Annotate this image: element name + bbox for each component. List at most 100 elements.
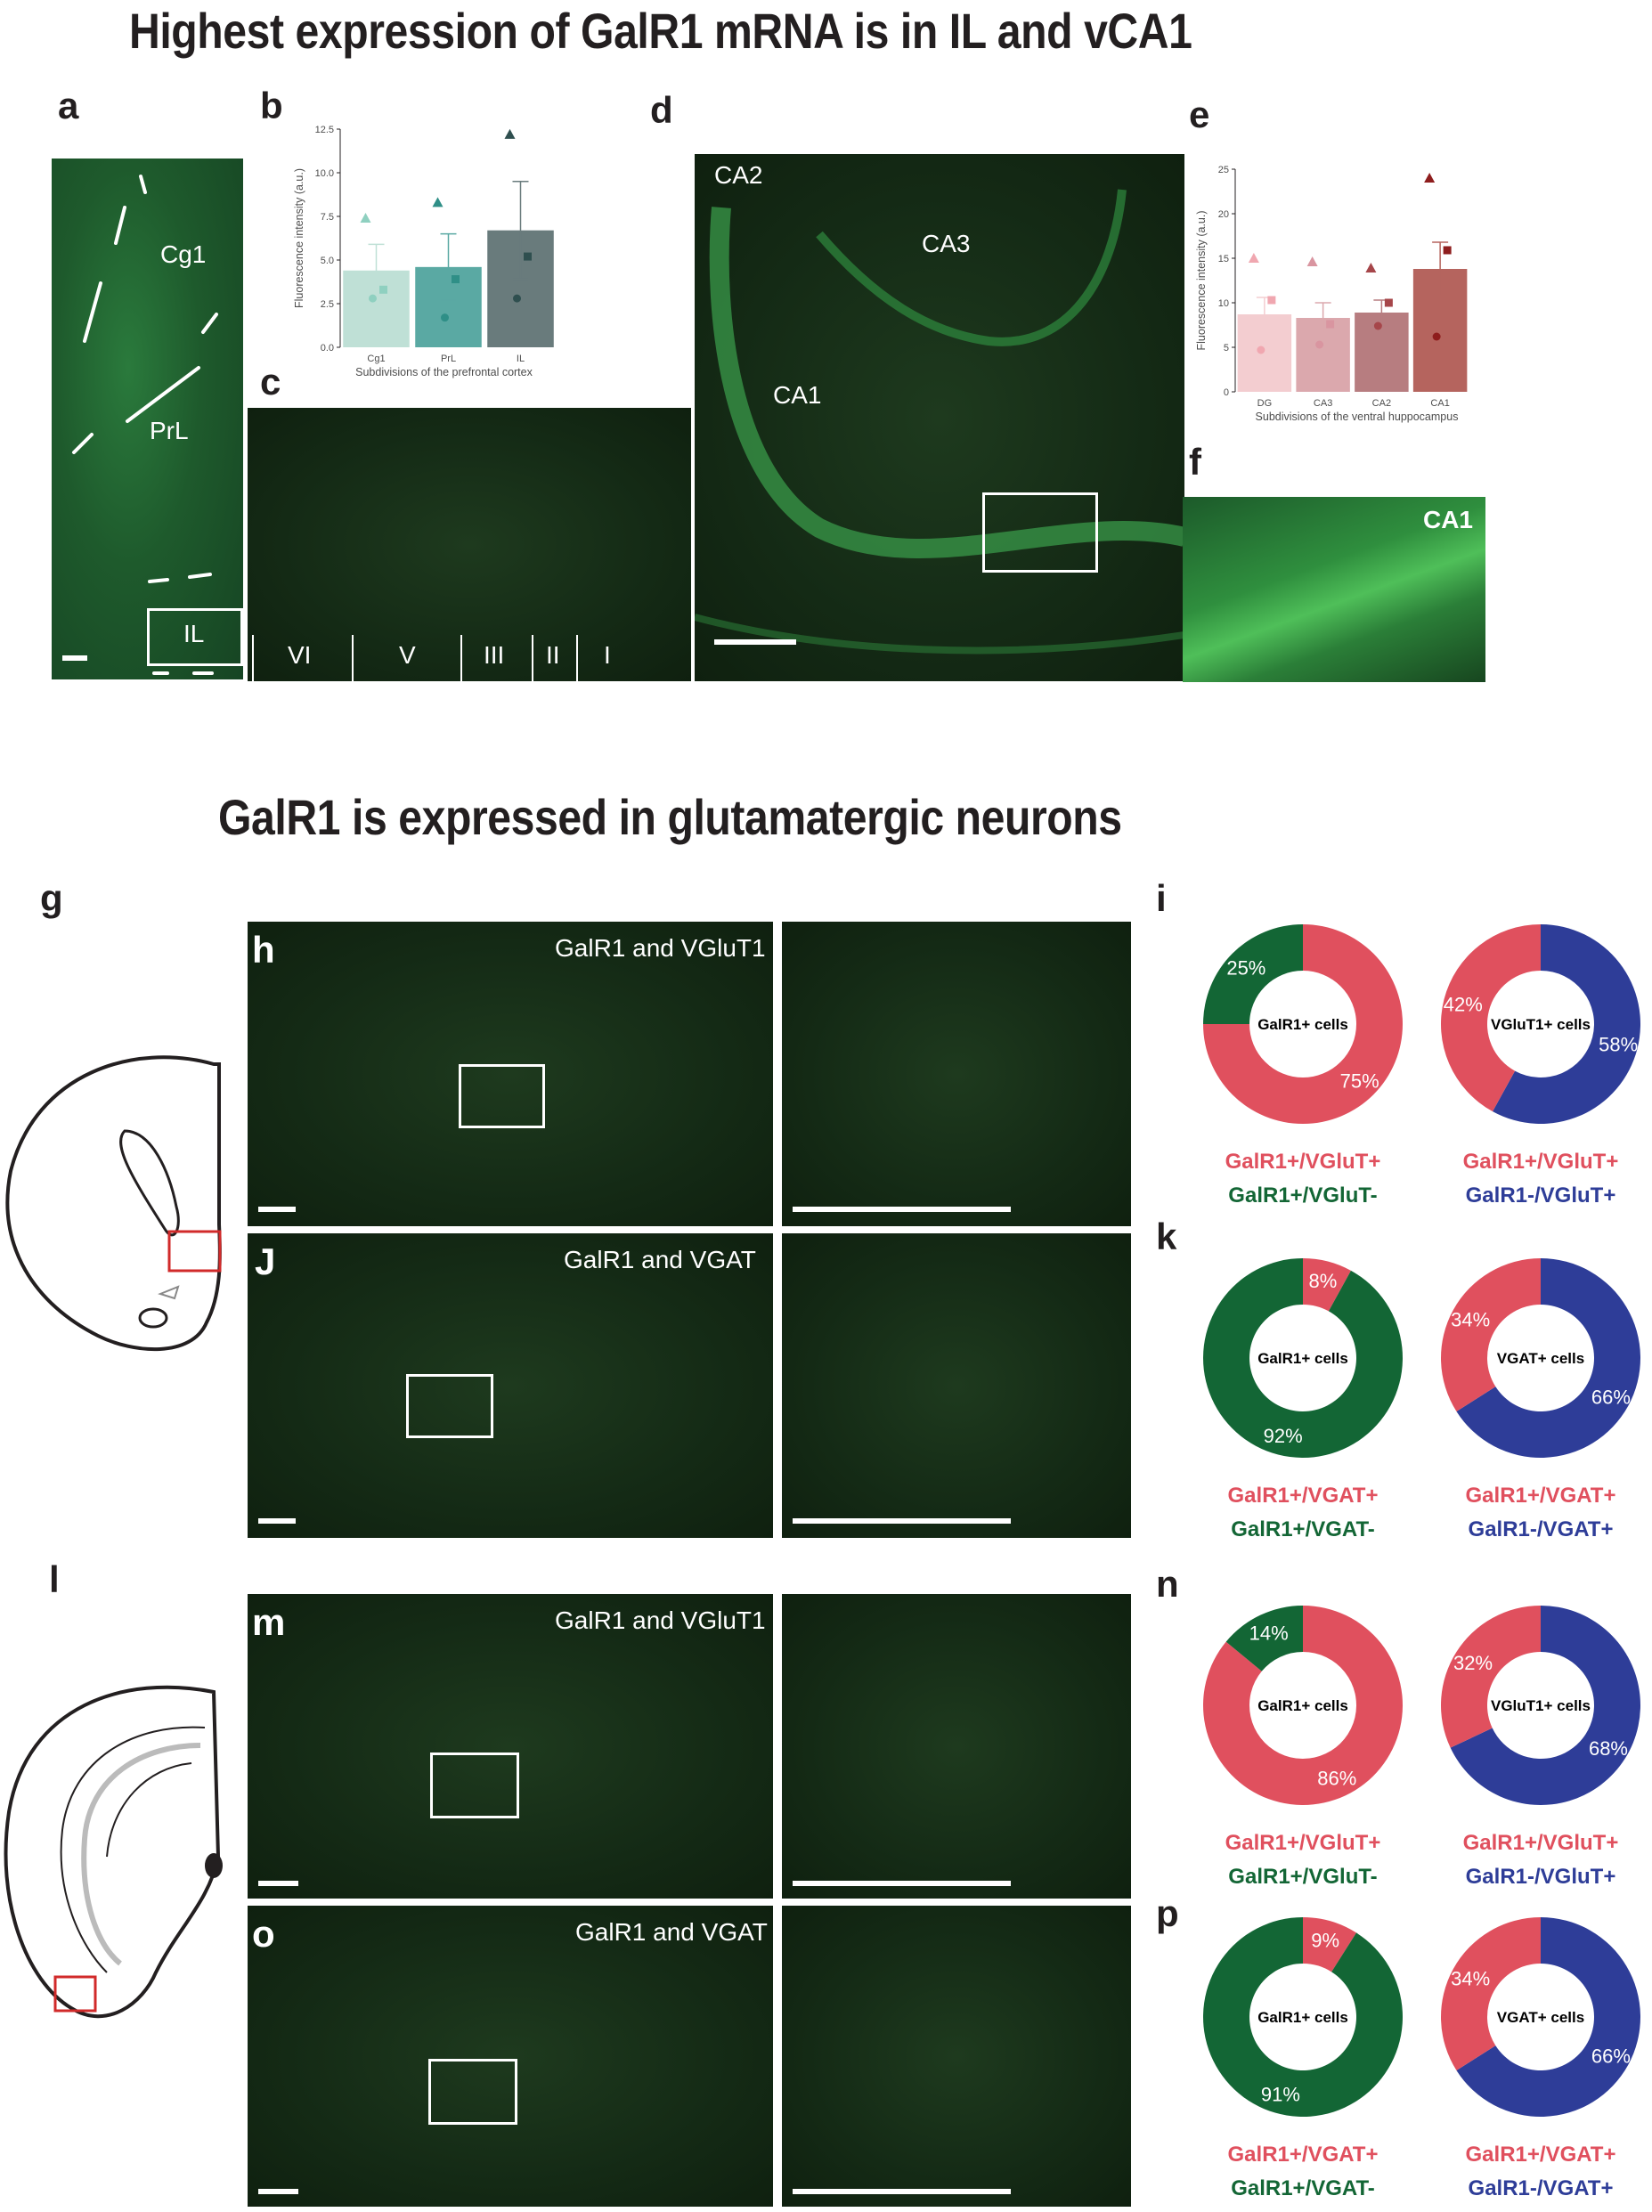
y-tick-label: 20 bbox=[1218, 209, 1229, 220]
donut-center-label: GalR1+ cells bbox=[1257, 2009, 1348, 2026]
data-point-circle bbox=[441, 313, 449, 322]
x-tick-label: Cg1 bbox=[367, 354, 385, 364]
x-tick-label: DG bbox=[1257, 398, 1273, 409]
scale-bar-j bbox=[258, 1518, 296, 1524]
panel-letter-m: m bbox=[252, 1601, 286, 1643]
donut-center-label: VGAT+ cells bbox=[1497, 2009, 1584, 2026]
panel-letter-e: e bbox=[1189, 94, 1210, 135]
panel-letter-o: o bbox=[252, 1913, 275, 1955]
micrograph-j-zoom bbox=[782, 1233, 1131, 1538]
micrograph-h-zoom bbox=[782, 922, 1131, 1226]
region-label-ca2: CA2 bbox=[714, 161, 763, 189]
legend-entry: GalR1+/VGluT- bbox=[1228, 1183, 1377, 1208]
roi-box-ca1 bbox=[982, 492, 1098, 573]
y-tick-label: 0.0 bbox=[321, 343, 334, 354]
legend-entry: GalR1-/VGluT+ bbox=[1466, 1183, 1616, 1208]
region-label-ca3: CA3 bbox=[922, 230, 971, 257]
donut-slice bbox=[1203, 1917, 1403, 2117]
legend-entry: GalR1+/VGAT+ bbox=[1228, 2143, 1379, 2167]
y-tick-label: 10 bbox=[1218, 298, 1229, 309]
micrograph-title-m: GalR1 and VGluT1 bbox=[555, 1606, 766, 1634]
donut-slice bbox=[1203, 1258, 1403, 1458]
panel-letter-k: k bbox=[1156, 1216, 1177, 1257]
slice-label: 58% bbox=[1599, 1033, 1638, 1055]
region-label-f-ca1: CA1 bbox=[1422, 506, 1473, 533]
micrograph-o-zoom bbox=[782, 1906, 1131, 2207]
legend-entry: GalR1-/VGAT+ bbox=[1469, 2176, 1614, 2200]
micrograph-title-j: GalR1 and VGAT bbox=[564, 1246, 756, 1273]
scale-bar-h-zoom bbox=[793, 1207, 1011, 1212]
data-point-square bbox=[379, 285, 387, 294]
donut-center-label: VGluT1+ cells bbox=[1491, 1016, 1591, 1033]
roi-box-l bbox=[53, 1975, 97, 2013]
panel-letter-f: f bbox=[1189, 441, 1201, 483]
scale-bar-o-zoom bbox=[793, 2189, 1011, 2194]
donut-slice bbox=[1450, 1606, 1640, 1805]
y-axis-label: Fluorescence intensity (a.u.) bbox=[293, 168, 305, 308]
micrograph-m: m GalR1 and VGluT1 bbox=[248, 1594, 773, 1899]
slice-label: 32% bbox=[1453, 1652, 1493, 1674]
slice-label: 92% bbox=[1264, 1425, 1303, 1447]
x-tick-label: IL bbox=[517, 354, 525, 364]
legend-entry: GalR1+/VGAT- bbox=[1231, 1517, 1375, 1541]
slice-label: 34% bbox=[1451, 1309, 1490, 1331]
scale-bar-d bbox=[714, 639, 796, 645]
roi-box-g bbox=[167, 1230, 222, 1273]
data-point-circle bbox=[1373, 321, 1382, 330]
donut-slice bbox=[1441, 1917, 1541, 2071]
donut-slice bbox=[1303, 1917, 1357, 1972]
y-tick-label: 25 bbox=[1218, 165, 1229, 175]
x-axis-label: Subdivisions of the prefrontal cortex bbox=[355, 366, 533, 378]
panel-letter-n: n bbox=[1156, 1563, 1179, 1605]
donut-center-label: VGAT+ cells bbox=[1497, 1350, 1584, 1367]
legend-entry: GalR1+/VGluT+ bbox=[1225, 1150, 1381, 1174]
layer-label-ii: II bbox=[546, 641, 560, 669]
micrograph-o: o GalR1 and VGAT bbox=[248, 1906, 773, 2207]
data-point-square bbox=[1326, 320, 1335, 329]
slice-label: 8% bbox=[1308, 1270, 1337, 1292]
slice-label: 9% bbox=[1311, 1930, 1339, 1952]
y-axis-label: Fluorescence intensity (a.u.) bbox=[1195, 210, 1208, 350]
legend-entry: GalR1-/VGluT+ bbox=[1466, 1865, 1616, 1889]
donut-slice bbox=[1203, 924, 1303, 1024]
slice-label: 25% bbox=[1226, 956, 1265, 979]
donut-center-label: GalR1+ cells bbox=[1257, 1350, 1348, 1367]
figure-title-top: Highest expression of GalR1 mRNA is in I… bbox=[129, 3, 1192, 59]
y-tick-label: 10.0 bbox=[315, 168, 334, 179]
region-label-prl: PrL bbox=[150, 417, 189, 444]
data-point-triangle bbox=[504, 128, 516, 139]
panel-letter-l: l bbox=[49, 1558, 60, 1600]
layer-label-i: I bbox=[604, 641, 611, 669]
roi-box-m bbox=[430, 1753, 519, 1818]
micrograph-m-zoom bbox=[782, 1594, 1131, 1899]
data-point-triangle bbox=[1248, 253, 1259, 263]
data-point-square bbox=[524, 252, 532, 261]
slice-label: 42% bbox=[1444, 994, 1483, 1016]
scale-bar-o bbox=[258, 2189, 298, 2194]
legend-entry: GalR1+/VGluT+ bbox=[1463, 1831, 1619, 1855]
region-label-ca1: CA1 bbox=[773, 381, 822, 409]
y-tick-label: 15 bbox=[1218, 254, 1229, 264]
x-axis-label: Subdivisions of the ventral huppocampus bbox=[1256, 411, 1459, 423]
scale-bar-m-zoom bbox=[793, 1881, 1011, 1886]
slice-label: 86% bbox=[1317, 1767, 1356, 1789]
data-point-triangle bbox=[1365, 263, 1377, 272]
hippocampus-cell-layers bbox=[695, 189, 1184, 655]
micrograph-title-o: GalR1 and VGAT bbox=[575, 1918, 768, 1946]
panel-letter-g: g bbox=[40, 877, 63, 919]
legend-entry: GalR1+/VGAT+ bbox=[1228, 1484, 1379, 1508]
scale-bar-a bbox=[62, 655, 87, 661]
data-point-triangle bbox=[360, 212, 371, 223]
donut-slice bbox=[1303, 1258, 1351, 1312]
donut-slice bbox=[1441, 1606, 1541, 1748]
slice-label: 91% bbox=[1261, 2083, 1300, 2105]
layer-label-v: V bbox=[399, 641, 416, 669]
panel-letter-a: a bbox=[58, 85, 79, 126]
data-point-circle bbox=[1432, 332, 1441, 341]
region-label-il: IL bbox=[183, 620, 205, 647]
micrograph-h: h GalR1 and VGluT1 bbox=[248, 922, 773, 1226]
region-label-cg1: Cg1 bbox=[160, 240, 207, 268]
y-tick-label: 2.5 bbox=[321, 299, 334, 310]
